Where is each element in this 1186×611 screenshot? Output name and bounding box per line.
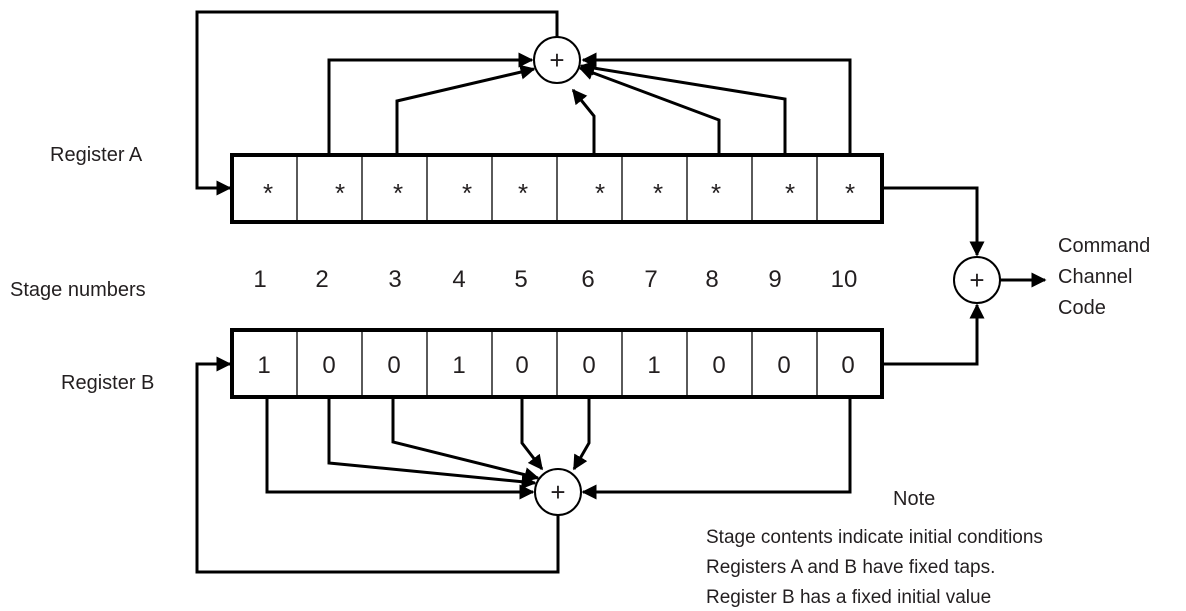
stage-number: 3 (388, 266, 401, 293)
note-line-2: Registers A and B have fixed taps. (706, 557, 995, 578)
register-b-stage-6: 0 (582, 352, 595, 379)
register-b-stage-5: 0 (515, 352, 528, 379)
register-a-stage-9: * (785, 178, 795, 208)
register-b-stage-10: 0 (841, 352, 854, 379)
stage-number: 9 (768, 266, 781, 293)
register-a-tap-8-arrow (578, 65, 721, 155)
register-a-tap-9-arrow (579, 60, 787, 155)
register-b-stage-7: 1 (647, 352, 660, 379)
output-label-line-1: Command (1058, 235, 1150, 257)
register-a-stage-8: * (711, 178, 721, 208)
register-a-tap-10-arrow (581, 52, 852, 155)
register-b: 1 0 0 1 0 0 1 0 0 0 (230, 328, 884, 399)
stage-number: 10 (831, 266, 858, 293)
register-b-stage-8: 0 (712, 352, 725, 379)
output-label-line-2: Channel (1058, 266, 1133, 288)
register-b-xor-symbol: + (550, 477, 565, 507)
register-b-stage-9: 0 (777, 352, 790, 379)
stage-numbers: 1 2 3 4 5 6 7 8 9 10 (253, 266, 857, 293)
note-line-3: Register B has a fixed initial value (706, 587, 991, 608)
register-a-stage-10: * (845, 178, 855, 208)
register-b-feedback-arrow (195, 356, 560, 574)
register-b-tap-3-arrow (391, 397, 540, 483)
register-b-tap-6-arrow (572, 397, 591, 471)
register-b-tap-5-arrow (520, 397, 544, 471)
stage-number: 1 (253, 266, 266, 293)
register-a-feedback-arrow (195, 10, 559, 196)
stage-number: 5 (514, 266, 527, 293)
register-a: * * * * * * * * * * (230, 153, 884, 224)
register-b-stage-2: 0 (322, 352, 335, 379)
register-a-tap-3-arrow (395, 64, 536, 155)
register-a-stage-3: * (393, 178, 403, 208)
stage-number: 4 (452, 266, 465, 293)
note-block: Note Stage contents indicate initial con… (706, 488, 1043, 608)
stage-numbers-label: Stage numbers (10, 279, 146, 301)
note-title: Note (893, 488, 935, 510)
register-a-tap-6-arrow (571, 88, 596, 155)
register-b-tap-2-arrow (327, 397, 537, 490)
output-xor-symbol: + (969, 265, 984, 295)
register-a-xor-symbol: + (549, 45, 564, 75)
register-b-tap-10-arrow (581, 397, 852, 500)
note-line-1: Stage contents indicate initial conditio… (706, 527, 1043, 548)
register-a-output-arrow (882, 186, 985, 257)
register-a-stage-1: * (263, 178, 273, 208)
register-b-output-arrow (882, 303, 985, 366)
register-b-stage-3: 0 (387, 352, 400, 379)
stage-number: 6 (581, 266, 594, 293)
register-b-stage-1: 1 (257, 352, 270, 379)
register-a-stage-7: * (653, 178, 663, 208)
register-b-tap-1-arrow (265, 397, 535, 500)
stage-number: 7 (644, 266, 657, 293)
register-a-label: Register A (50, 144, 143, 166)
register-a-stage-4: * (462, 178, 472, 208)
register-a-tap-2-arrow (327, 52, 534, 155)
register-a-stage-5: * (518, 178, 528, 208)
register-b-stage-4: 1 (452, 352, 465, 379)
output-label: Command Channel Code (1058, 235, 1150, 319)
output-label-line-3: Code (1058, 297, 1106, 319)
stage-number: 2 (315, 266, 328, 293)
stage-number: 8 (705, 266, 718, 293)
register-b-label: Register B (61, 372, 154, 394)
register-a-stage-2: * (335, 178, 345, 208)
register-a-stage-6: * (595, 178, 605, 208)
